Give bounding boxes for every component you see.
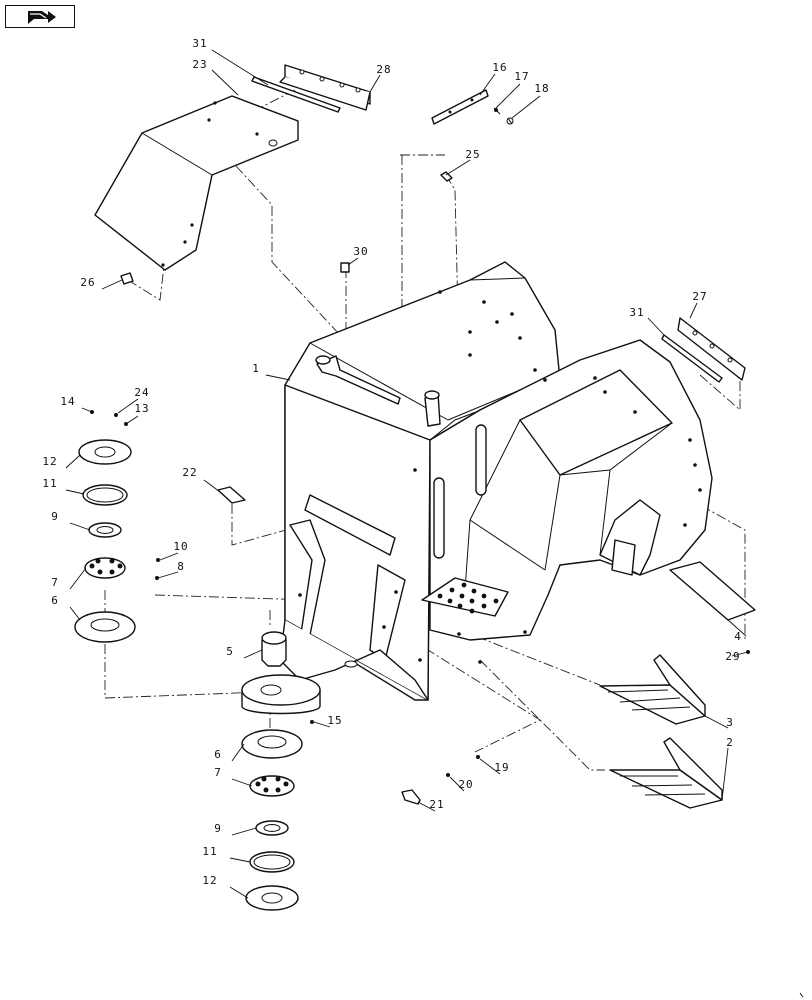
callout-2: 2 [726,736,734,749]
callout-10: 10 [173,540,188,553]
callout-27: 27 [692,290,707,303]
callout-29: 29 [725,650,740,663]
callout-7: 7 [51,576,59,589]
lower-stack [241,631,321,911]
callout-13: 13 [134,402,149,415]
callout-9: 9 [51,510,59,523]
callout-19: 19 [494,761,509,774]
left-stack [74,439,136,643]
callout-23: 23 [192,58,207,71]
strip-31-top [251,76,341,113]
step-2 [609,737,723,809]
callout-16: 16 [492,61,507,74]
return-arrow-icon [28,11,56,24]
callout-28: 28 [376,63,391,76]
tag-22 [217,486,246,504]
bracket-28 [279,64,371,111]
callout-6: 6 [51,594,59,607]
callout-22: 22 [182,466,197,479]
callout-3: 3 [726,716,734,729]
callout-31: 31 [192,37,207,50]
callout-14: 14 [60,395,75,408]
callout-12: 12 [42,455,57,468]
callout-20: 20 [458,778,473,791]
callout-15: 15 [327,714,342,727]
bracket-27 [677,317,746,381]
callout-1: 1 [252,362,260,375]
bracket-16 [431,89,489,125]
nav-return-button[interactable] [5,5,75,28]
bolts [90,107,750,777]
leader-lines [65,49,749,899]
callout-11: 11 [42,477,57,490]
strip-31-right [661,334,723,383]
callout-7: 7 [214,766,222,779]
callout-9: 9 [214,822,222,835]
pin-21 [401,789,421,805]
fender-left [94,95,299,271]
callout-18: 18 [534,82,549,95]
step-3 [599,654,706,725]
callout-30: 30 [353,245,368,258]
callout-21: 21 [429,798,444,811]
callout-17: 17 [514,70,529,83]
plate-4 [669,561,756,621]
callout-6: 6 [214,748,222,761]
callout-4: 4 [734,630,742,643]
callout-8: 8 [177,560,185,573]
callout-12: 12 [202,874,217,887]
callout-25: 25 [465,148,480,161]
cab-frame [279,261,713,701]
callout-31: 31 [629,306,644,319]
callout-24: 24 [134,386,149,399]
callout-26: 26 [80,276,95,289]
callout-5: 5 [226,645,234,658]
callout-11: 11 [202,845,217,858]
corner-mark [799,992,804,998]
